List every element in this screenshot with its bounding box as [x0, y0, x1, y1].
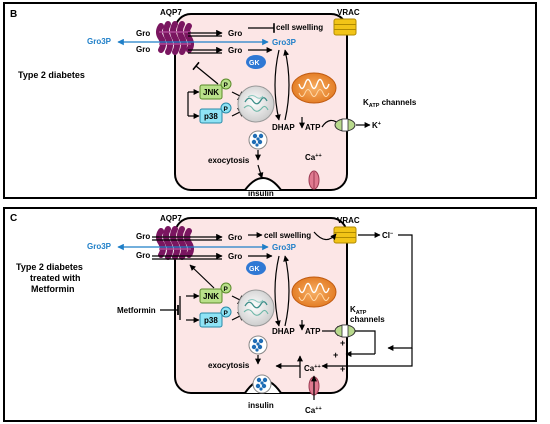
gk-enzyme: [246, 261, 266, 275]
gro3p-in-label: Gro3P: [272, 38, 297, 47]
k-ion-label: K+: [372, 121, 381, 130]
exocytosis-label: exocytosis: [208, 156, 250, 165]
panel-c-letter: C: [10, 213, 17, 224]
gro-label: Gro: [136, 232, 150, 241]
insulin-label: insulin: [248, 401, 274, 410]
insulin-granules-icon: [252, 374, 272, 394]
atp-label: ATP: [305, 123, 321, 132]
plus-sign: +: [333, 350, 338, 360]
vrac-channel-icon: [333, 226, 357, 244]
cell-swelling-label: cell swelling: [264, 231, 311, 240]
katp-label: KATP channels: [363, 98, 417, 109]
panel-c-condition-line3: Metformin: [31, 284, 75, 294]
exocytosis-label: exocytosis: [208, 361, 250, 370]
gk-label: GK: [249, 60, 260, 67]
ca-in-label: Ca++: [304, 364, 321, 373]
katp-channel-icon: [334, 324, 356, 338]
gk-enzyme: [246, 55, 266, 69]
aqp7-label: AQP7: [160, 8, 182, 17]
dhap-label: DHAP: [272, 327, 295, 336]
aqp7-channel-icon: [159, 24, 191, 52]
ca-label: Ca++: [305, 153, 322, 162]
plus-sign: +: [340, 364, 345, 374]
gro3p-in-label: Gro3P: [272, 243, 297, 252]
vrac-label: VRAC: [337, 8, 360, 17]
panel-b-condition: Type 2 diabetes: [18, 70, 85, 80]
katp-label: KATP: [350, 305, 367, 316]
mitochondrion-icon: [291, 276, 337, 308]
panel-c: C Type 2 diabetes treated with Metformin…: [3, 207, 537, 422]
mitochondrion-icon: [291, 72, 337, 104]
insulin-granules-icon: [248, 130, 268, 150]
aqp7-channel-icon: [159, 229, 191, 257]
dhap-label: DHAP: [272, 123, 295, 132]
jnk-label: JNK: [203, 292, 219, 301]
p38-box: [199, 108, 223, 124]
er-icon: [237, 289, 275, 327]
phospho-label: P: [224, 82, 229, 89]
phospho-label: P: [224, 310, 229, 317]
gro-label: Gro: [228, 46, 242, 55]
ca-out-label: Ca++: [305, 406, 322, 415]
er-icon: [237, 85, 275, 123]
gro-label: Gro: [228, 233, 242, 242]
cl-ion-label: Cl−: [382, 231, 393, 240]
phospho-label: P: [224, 106, 229, 113]
gro-label: Gro: [228, 29, 242, 38]
panel-c-condition-line1: Type 2 diabetes: [16, 262, 83, 272]
panel-b: B Type 2 diabetes AQP7 VRAC Gro Gro Gro3…: [3, 2, 537, 199]
gro3p-out-label: Gro3P: [87, 37, 112, 46]
katp-label-line2: channels: [350, 315, 385, 324]
gk-label: GK: [249, 266, 260, 273]
calcium-channel-icon: [308, 170, 320, 190]
vrac-channel-icon: [333, 18, 357, 36]
gro-label: Gro: [136, 29, 150, 38]
jnk-label: JNK: [203, 88, 219, 97]
gro-label: Gro: [228, 252, 242, 261]
phospho-label: P: [224, 286, 229, 293]
panel-c-condition-line2: treated with: [30, 273, 81, 283]
plus-sign: +: [340, 338, 345, 348]
gro3p-out-label: Gro3P: [87, 242, 112, 251]
jnk-box: [199, 84, 223, 100]
atp-label: ATP: [305, 327, 321, 336]
vrac-label: VRAC: [337, 216, 360, 225]
jnk-box: [199, 288, 223, 304]
p38-box: [199, 312, 223, 328]
gro-label: Gro: [136, 251, 150, 260]
aqp7-label: AQP7: [160, 214, 182, 223]
panel-b-letter: B: [10, 9, 17, 20]
katp-channel-icon: [334, 118, 356, 132]
cell-swelling-label: cell swelling: [276, 23, 323, 32]
p38-label: p38: [204, 316, 218, 325]
metformin-label: Metformin: [117, 306, 156, 315]
insulin-granules-icon: [248, 335, 268, 355]
insulin-label: insulin: [248, 189, 274, 198]
gro-label: Gro: [136, 45, 150, 54]
p38-label: p38: [204, 112, 218, 121]
